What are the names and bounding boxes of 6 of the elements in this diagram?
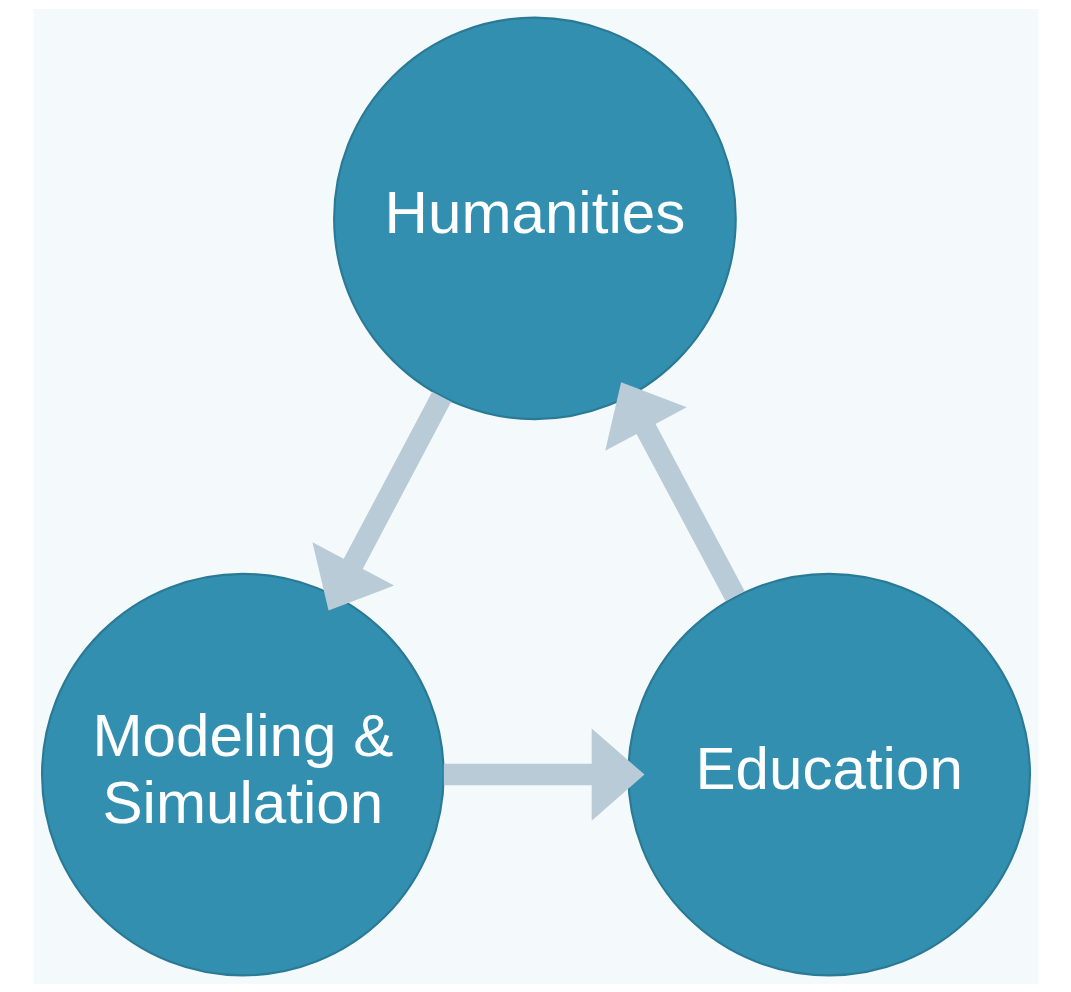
node-circle: Education [626,572,1031,976]
arrow [443,727,644,821]
arrow [311,391,451,610]
node-circle: Humanities [332,16,737,420]
node-circle: Modeling & Simulation [40,572,445,976]
arrow [604,381,745,601]
